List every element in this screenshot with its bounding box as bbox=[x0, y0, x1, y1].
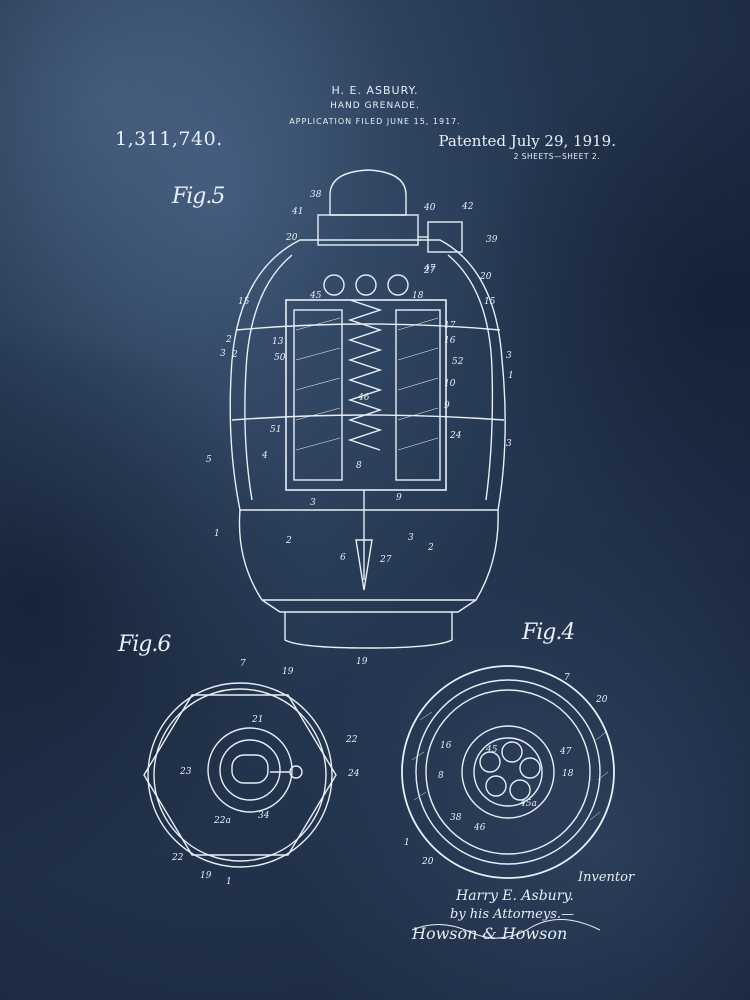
fig5-ref-4: 20 bbox=[285, 233, 298, 243]
fig5-ref-8: 20 bbox=[479, 272, 492, 282]
fig5-ref-40: 19 bbox=[356, 657, 368, 667]
fig5-ref-37: 2 bbox=[427, 543, 434, 553]
fig5-ref-23: 1 bbox=[508, 371, 514, 381]
fig5-ref-20: 3 bbox=[220, 349, 226, 359]
fig6-ref-8: 22 bbox=[171, 853, 184, 863]
figure-5-label: Fig.5 bbox=[172, 184, 225, 209]
fig5-ref-9: 45 bbox=[309, 291, 322, 301]
fig5-ref-0: 38 bbox=[310, 190, 322, 200]
fig5-ref-15: 16 bbox=[444, 336, 456, 346]
attorney-signature: Howson & Howson bbox=[412, 924, 568, 943]
fig4-ref-11: 20 bbox=[421, 857, 434, 867]
figure-4-label: Fig.4 bbox=[522, 620, 575, 645]
fig4-ref-8: 46 bbox=[473, 823, 486, 833]
inventor-signature: Harry E. Asbury. bbox=[456, 888, 574, 904]
fig5-ref-3: 42 bbox=[461, 202, 474, 212]
patented-date: Patented July 29, 1919. bbox=[438, 132, 616, 150]
fig5-ref-35: 1 bbox=[214, 529, 220, 539]
fig5-ref-7: 27 bbox=[423, 266, 436, 276]
fig5-ref-38: 6 bbox=[340, 553, 346, 563]
fig5-ref-12: 15 bbox=[484, 297, 496, 307]
fig5-ref-22: 10 bbox=[444, 379, 456, 389]
patent-title: HAND GRENADE. bbox=[330, 101, 420, 111]
fig4-ref-9: 45a bbox=[519, 799, 537, 809]
fig5-ref-17: 13 bbox=[272, 337, 284, 347]
fig5-ref-32: 9 bbox=[396, 493, 402, 503]
figure-6-label: Fig.6 bbox=[118, 632, 171, 657]
fig4-ref-4: 47 bbox=[559, 747, 572, 757]
fig6-ref-3: 22 bbox=[345, 735, 358, 745]
fig4-ref-5: 8 bbox=[438, 771, 444, 781]
fig5-ref-5: 39 bbox=[486, 235, 498, 245]
fig6-ref-9: 19 bbox=[200, 871, 212, 881]
fig4-ref-3: 45 bbox=[485, 745, 498, 755]
fig4-ref-2: 16 bbox=[440, 741, 452, 751]
fig5-ref-34: 2 bbox=[285, 536, 292, 546]
fig5-ref-11: 15 bbox=[238, 297, 250, 307]
fig6-ref-2: 21 bbox=[251, 715, 263, 725]
figure-5-grenade bbox=[229, 169, 506, 649]
fig4-ref-7: 38 bbox=[450, 813, 462, 823]
fig4-ref-10: 1 bbox=[404, 838, 410, 848]
fig5-ref-2: 40 bbox=[423, 203, 436, 213]
figure-4-cross-section bbox=[401, 665, 615, 879]
fig5-ref-36: 3 bbox=[408, 533, 414, 543]
fig5-ref-28: 51 bbox=[270, 425, 281, 435]
fig6-ref-0: 7 bbox=[240, 659, 246, 669]
fig5-ref-18: 50 bbox=[274, 353, 286, 363]
fig5-ref-16: 2 bbox=[231, 350, 238, 360]
inventor-name: H. E. ASBURY. bbox=[331, 84, 419, 97]
fig5-ref-26: 5 bbox=[206, 455, 212, 465]
fig5-ref-29: 24 bbox=[449, 431, 462, 441]
fig5-ref-31: 8 bbox=[356, 461, 362, 471]
fig5-ref-10: 18 bbox=[412, 291, 424, 301]
fig6-ref-1: 19 bbox=[282, 667, 294, 677]
application-date: APPLICATION FILED JUNE 15, 1917. bbox=[289, 117, 461, 126]
fig6-ref-5: 24 bbox=[347, 769, 360, 779]
fig5-ref-24: 46 bbox=[357, 393, 370, 403]
figure-6-end-view bbox=[143, 682, 337, 868]
fig4-ref-0: 7 bbox=[564, 673, 570, 683]
fig5-ref-14: 17 bbox=[444, 321, 456, 331]
signature-flourish bbox=[411, 919, 601, 939]
fig4-ref-6: 18 bbox=[562, 769, 574, 779]
fig5-ref-6: 47 bbox=[423, 264, 436, 274]
sheet-number: 2 SHEETS—SHEET 2. bbox=[513, 152, 600, 161]
fig6-ref-4: 23 bbox=[179, 767, 192, 777]
fig4-ref-1: 20 bbox=[595, 695, 608, 705]
attorneys-line: by his Attorneys.— bbox=[450, 907, 574, 922]
fig5-ref-30: 3 bbox=[506, 439, 512, 449]
fig5-ref-1: 41 bbox=[291, 207, 303, 217]
fig5-ref-39: 27 bbox=[379, 555, 392, 565]
fig6-ref-10: 1 bbox=[226, 877, 232, 887]
inventor-label: Inventor bbox=[578, 870, 635, 885]
fig5-ref-21: 3 bbox=[506, 351, 512, 361]
fig5-ref-19: 52 bbox=[452, 357, 464, 367]
fig5-ref-27: 4 bbox=[261, 451, 268, 461]
patent-number: 1,311,740. bbox=[115, 128, 223, 150]
fig5-ref-25: 9 bbox=[444, 401, 450, 411]
fig6-ref-7: 34 bbox=[258, 811, 270, 821]
fig6-ref-6: 22a bbox=[213, 816, 231, 826]
fig5-ref-33: 3 bbox=[310, 498, 316, 508]
fig5-ref-13: 2 bbox=[225, 335, 232, 345]
